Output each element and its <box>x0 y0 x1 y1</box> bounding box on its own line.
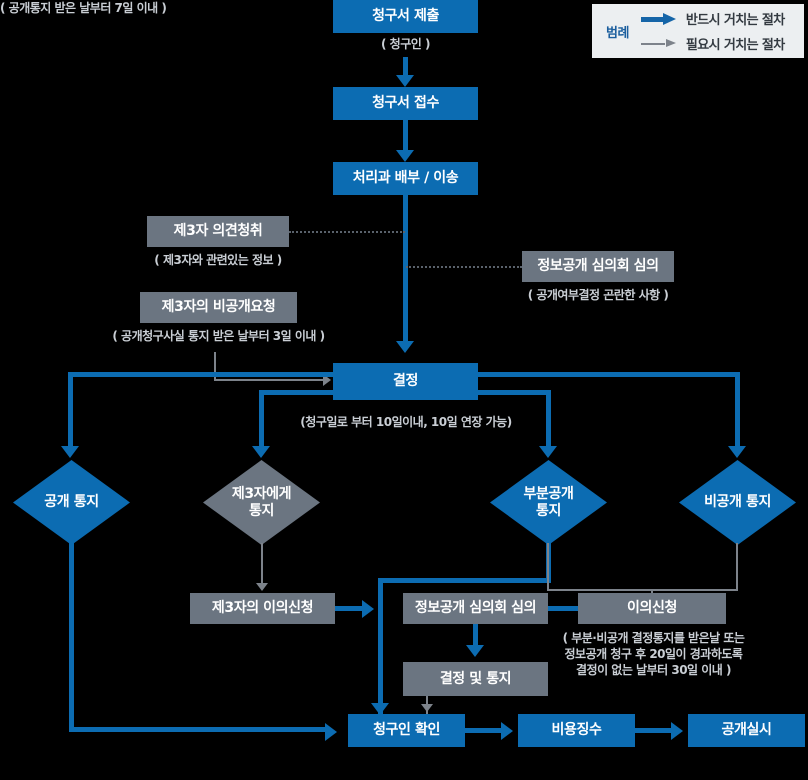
node-notice-disclose: 공개 통지 <box>13 460 130 545</box>
legend-row-optional: 필요시 거치는 절차 <box>640 34 785 53</box>
node-objection: 이의신청 <box>578 593 726 624</box>
arrowhead-nondisclosure-decision <box>323 374 331 386</box>
node-third-party-opinion: 제3자 의견청취 <box>147 216 289 247</box>
connector-opinion-dotted <box>289 231 405 233</box>
legend-title: 범례 <box>606 25 629 41</box>
node-claimant-check: 청구인 확인 <box>348 714 465 747</box>
arrowhead-submit-receive <box>396 75 414 87</box>
connector-decision-to-thirdparty <box>259 390 264 448</box>
arrowhead-fee-disclosure <box>671 722 683 740</box>
node-notice-nondisclose: 비공개 통지 <box>679 460 796 545</box>
connector-thirdparty-objection <box>261 543 263 586</box>
connector-committee-dotted <box>406 266 522 268</box>
node-notice-third-party: 제3자에게 통지 <box>203 460 320 545</box>
node-notice-third-party-label: 제3자에게 통지 <box>231 485 292 519</box>
connector-partial-left <box>378 578 551 583</box>
connector-decisionnotice-claimant <box>426 696 428 728</box>
connector-join-h <box>547 589 738 591</box>
node-decision: 결정 <box>333 363 478 400</box>
node-decision-notice: 결정 및 통지 <box>403 662 548 696</box>
legend-label-mandatory: 반드시 거치는 절차 <box>685 13 785 28</box>
node-disclosure-execute: 공개실시 <box>688 714 805 747</box>
connector-decision-left-bus <box>68 372 338 377</box>
connector-decision-to-nondisclose <box>735 372 740 448</box>
arrowhead-distribute-decision <box>396 341 414 353</box>
node-third-party-objection: 제3자의 이의신청 <box>190 593 335 624</box>
arrowhead-decision-disclose <box>61 446 79 458</box>
connector-partial-bus-down <box>378 578 383 732</box>
connector-committee-decisionnotice <box>473 624 478 648</box>
connector-decision-to-disclose <box>68 372 73 448</box>
connector-nondisclosure-elbow-h <box>214 379 325 381</box>
legend-row-mandatory: 반드시 거치는 절차 <box>640 9 785 28</box>
arrowhead-decision-thirdparty <box>252 446 270 458</box>
arrowhead-disclose-claimant <box>325 723 337 741</box>
node-third-party-nondisclosure: 제3자의 비공개요청 <box>140 292 297 323</box>
arrowhead-committee-decisionnotice <box>466 645 484 657</box>
note-objection: ( 부분·비공개 결정통지를 받은날 또는 정보공개 청구 후 20일이 경과하… <box>562 631 745 678</box>
legend-arrow-gray-icon <box>640 38 677 50</box>
note-third-party-opinion: ( 제3자와 관련있는 정보 ) <box>154 253 282 267</box>
connector-claimant-fee <box>465 728 504 733</box>
connector-decision-left-bus2 <box>259 390 338 395</box>
node-distribute: 처리과 배부 / 이송 <box>333 162 478 195</box>
connector-fee-disclosure <box>635 728 674 733</box>
note-committee-review-top: ( 공개여부결정 곤란한 사항 ) <box>527 288 669 302</box>
connector-decision-right-bus <box>473 372 740 377</box>
arrowhead-thirdparty-objection <box>256 583 268 591</box>
connector-nondisclose-join-v <box>736 543 738 590</box>
legend-rows: 반드시 거치는 절차 필요시 거치는 절차 <box>640 9 785 53</box>
node-fee-collection: 비용징수 <box>518 714 635 747</box>
node-notice-disclose-label: 공개 통지 <box>44 494 99 511</box>
connector-receive-distribute <box>403 120 408 152</box>
node-committee-review-bottom: 정보공개 심의회 심의 <box>403 593 548 624</box>
connector-disclose-down <box>69 543 74 732</box>
note-third-party-objection: ( 공개통지 받은 날부터 7일 이내 ) <box>0 1 167 15</box>
connector-partial-join-v <box>547 543 549 590</box>
note-decision: (청구일로 부터 10일이내, 10일 연장 가능) <box>300 415 512 429</box>
connector-objection-to-committee <box>546 606 578 611</box>
note-third-party-nondisclosure: ( 공개청구사실 통지 받은 날부터 3일 이내 ) <box>112 329 325 343</box>
arrowhead-decisionnotice-claimant <box>421 704 433 712</box>
node-submit: 청구서 제출 <box>333 0 478 33</box>
arrowhead-decision-nondisclose <box>728 446 746 458</box>
arrowhead-partial-claimant <box>371 703 389 715</box>
note-submit: ( 청구인 ) <box>381 37 430 51</box>
connector-disclose-to-claimant <box>69 727 327 732</box>
node-notice-partial-label: 부분공개 통지 <box>523 485 574 519</box>
legend-arrow-blue-icon <box>640 12 677 25</box>
node-notice-partial: 부분공개 통지 <box>490 460 607 545</box>
arrowhead-claimant-fee <box>501 722 513 740</box>
arrowhead-objection-right <box>362 600 374 618</box>
connector-nondisclosure-elbow-v <box>214 352 216 381</box>
arrowhead-decision-partial <box>539 446 557 458</box>
connector-decision-right-bus2 <box>473 390 551 395</box>
node-committee-review-top: 정보공개 심의회 심의 <box>522 251 674 282</box>
connector-decision-to-partial <box>546 390 551 448</box>
connector-submit-receive <box>403 57 408 77</box>
connector-distribute-decision <box>403 195 408 343</box>
arrowhead-receive-distribute <box>396 150 414 162</box>
node-notice-nondisclose-label: 비공개 통지 <box>704 494 771 511</box>
legend-panel: 범례 반드시 거치는 절차 필요시 거치는 절차 <box>592 4 804 58</box>
legend-label-optional: 필요시 거치는 절차 <box>685 38 785 53</box>
node-receive: 청구서 접수 <box>333 87 478 120</box>
connector-objection-right <box>335 606 365 611</box>
